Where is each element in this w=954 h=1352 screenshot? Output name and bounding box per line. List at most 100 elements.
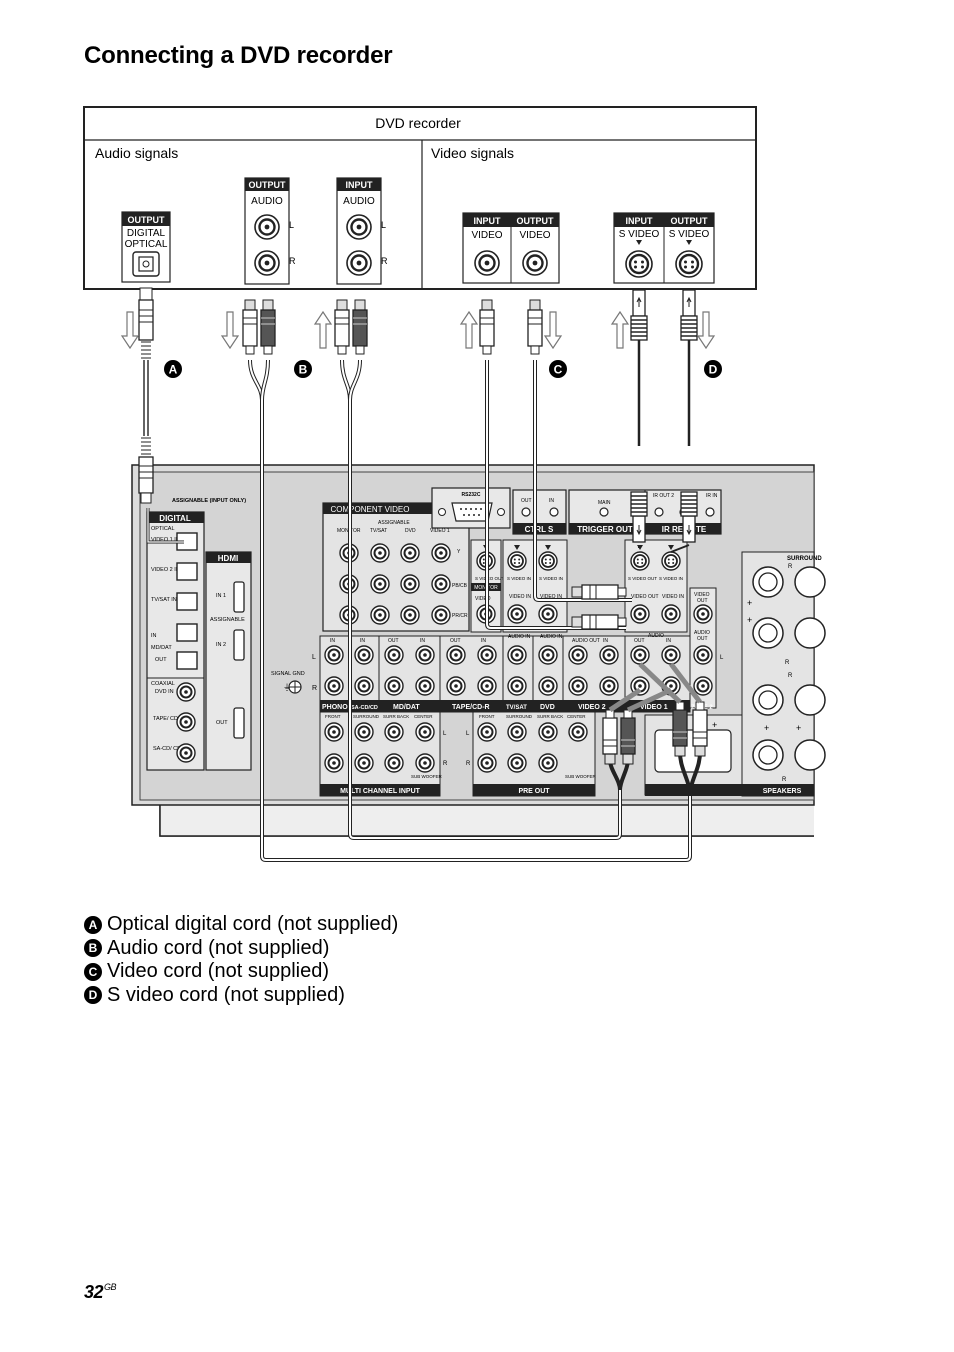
svg-text:TAPE/CD-R: TAPE/CD-R [452,704,490,711]
svg-text:AUDIO: AUDIO [343,196,375,207]
svg-text:L: L [381,220,386,230]
svg-text:TRIGGER OUT: TRIGGER OUT [577,525,633,534]
svg-text:VIDEO 2 IN: VIDEO 2 IN [151,567,180,573]
dvd-recorder-box: DVD recorder Audio signals Video signals… [83,106,757,290]
svg-text:PHONO: PHONO [322,704,348,711]
audio-output-jacks: OUTPUT AUDIO L R [244,177,296,285]
svg-text:VIDEO: VIDEO [694,592,710,598]
svg-text:S VIDEO IN: S VIDEO IN [507,576,531,581]
video-jacks: INPUT OUTPUT VIDEO VIDEO [462,212,560,284]
svg-text:SURROUND: SURROUND [353,714,380,719]
svg-text:B: B [299,363,308,377]
svg-text:IN: IN [481,638,486,644]
svg-text:+: + [764,723,769,733]
svg-text:AUDIO: AUDIO [251,196,283,207]
svg-text:DVD IN: DVD IN [155,689,174,695]
svg-text:AUDIO: AUDIO [648,633,664,639]
svg-text:AUDIO OUT: AUDIO OUT [572,638,600,644]
svg-text:S VIDEO: S VIDEO [619,229,660,240]
svg-text:OUTPUT: OUTPUT [517,216,555,226]
svg-text:PB/CB: PB/CB [452,583,468,589]
svg-text:OUT: OUT [388,638,399,644]
svg-text:S VIDEO OUT: S VIDEO OUT [628,576,657,581]
svg-text:INPUT: INPUT [626,216,654,226]
pre-out-block: PRE OUT FRONT SURROUND SURR BACK CENTER … [466,711,597,797]
rs232c-port: RS232C [431,487,511,529]
svg-text:CENTER: CENTER [567,714,586,719]
svg-text:TV/SAT IN: TV/SAT IN [151,597,177,603]
svg-text:VIDEO IN: VIDEO IN [509,594,531,600]
svg-text:D: D [709,363,718,377]
svg-text:MAIN: MAIN [598,500,611,506]
svg-text:VIDEO OUT: VIDEO OUT [631,594,659,600]
svg-text:IN: IN [360,638,365,644]
svg-text:R: R [381,256,388,266]
svg-text:S VIDEO: S VIDEO [669,229,710,240]
svg-text:OUT: OUT [697,636,708,642]
svg-text:SA-CD/CD: SA-CD/CD [351,705,378,711]
multi-channel-input-block: MULTI CHANNEL INPUT FRONT SURROUND SURR … [319,711,448,797]
signal-gnd: SIGNAL GND ⏚ [271,671,305,694]
svg-text:OPTICAL: OPTICAL [125,239,168,250]
legend-text-d: S video cord (not supplied) [107,983,345,1006]
svg-text:S VIDEO OUT: S VIDEO OUT [475,576,504,581]
page-number-suffix: GB [104,1282,117,1292]
svg-text:FRONT: FRONT [479,714,495,719]
svg-text:R: R [466,761,471,767]
svg-text:RS232C: RS232C [462,492,481,498]
svg-text:OPTICAL: OPTICAL [151,526,175,532]
svg-text:OUTPUT: OUTPUT [128,215,166,225]
optical-output-jack: OUTPUT DIGITAL OPTICAL [121,211,171,283]
svg-text:VIDEO IN: VIDEO IN [540,594,562,600]
svg-text:AUDIO IN: AUDIO IN [508,634,531,640]
page-number-value: 32 [84,1282,104,1302]
hdmi-block: HDMI IN 1 ASSIGNABLE IN 2 OUT [205,551,252,771]
svg-text:VIDEO 1: VIDEO 1 [430,528,450,534]
svg-text:ASSIGNABLE (INPUT ONLY): ASSIGNABLE (INPUT ONLY) [172,498,246,504]
svg-text:S VIDEO IN: S VIDEO IN [539,576,563,581]
svg-text:HDMI: HDMI [218,554,238,563]
svg-text:IR IN: IR IN [706,493,718,499]
legend-text-b: Audio cord (not supplied) [107,936,330,959]
svg-text:OUT: OUT [155,657,167,663]
audio-input-jacks: INPUT AUDIO L R [336,177,388,285]
svg-text:PR/CR: PR/CR [452,613,468,619]
svg-text:ASSIGNABLE: ASSIGNABLE [378,520,410,526]
svg-text:PRE OUT: PRE OUT [518,788,550,795]
svg-text:DIGITAL: DIGITAL [159,514,191,523]
svg-text:FRONT: FRONT [325,714,341,719]
svg-text:OUT: OUT [697,598,708,604]
svg-text:VIDEO IN: VIDEO IN [662,594,684,600]
svg-text:Y: Y [457,549,461,555]
svg-text:CTRL S: CTRL S [525,525,554,534]
speakers-block: – + SPEAKERS SURROUND R + + R R + + R [644,551,826,797]
svg-text:IN: IN [603,638,608,644]
svg-text:IN: IN [330,638,335,644]
svg-text:L: L [720,655,724,661]
svg-text:SUB WOOFER: SUB WOOFER [565,774,597,779]
legend-item-b: B Audio cord (not supplied) [84,937,398,961]
receiver-rear-panel: ASSIGNABLE (INPUT ONLY) DIGITAL OPTICAL … [131,464,826,837]
svg-text:A: A [169,363,178,377]
legend-badge-b: B [84,939,102,958]
svg-text:+: + [747,598,752,608]
optical-cable-a [121,287,184,544]
svg-text:VIDEO 1 IN: VIDEO 1 IN [151,537,180,543]
svg-text:TV/SAT: TV/SAT [506,705,527,711]
svg-text:TAPE/ CD-R IN: TAPE/ CD-R IN [153,716,191,722]
marker-a: A [164,360,182,378]
svg-text:R: R [782,777,787,783]
svg-text:SIGNAL GND: SIGNAL GND [271,671,305,677]
page-title: Connecting a DVD recorder [84,42,393,69]
svg-text:C: C [554,363,563,377]
svg-text:TV/SAT: TV/SAT [370,528,387,534]
svg-text:R: R [443,761,448,767]
svg-text:R: R [785,660,790,666]
legend-item-d: D S video cord (not supplied) [84,984,398,1008]
legend-badge-c: C [84,962,102,981]
svg-text:L: L [466,731,470,737]
svg-text:SPEAKERS: SPEAKERS [763,788,802,795]
dvd-recorder-header: DVD recorder [375,115,461,131]
svg-text:IN 1: IN 1 [216,593,226,599]
svg-text:R: R [289,256,296,266]
